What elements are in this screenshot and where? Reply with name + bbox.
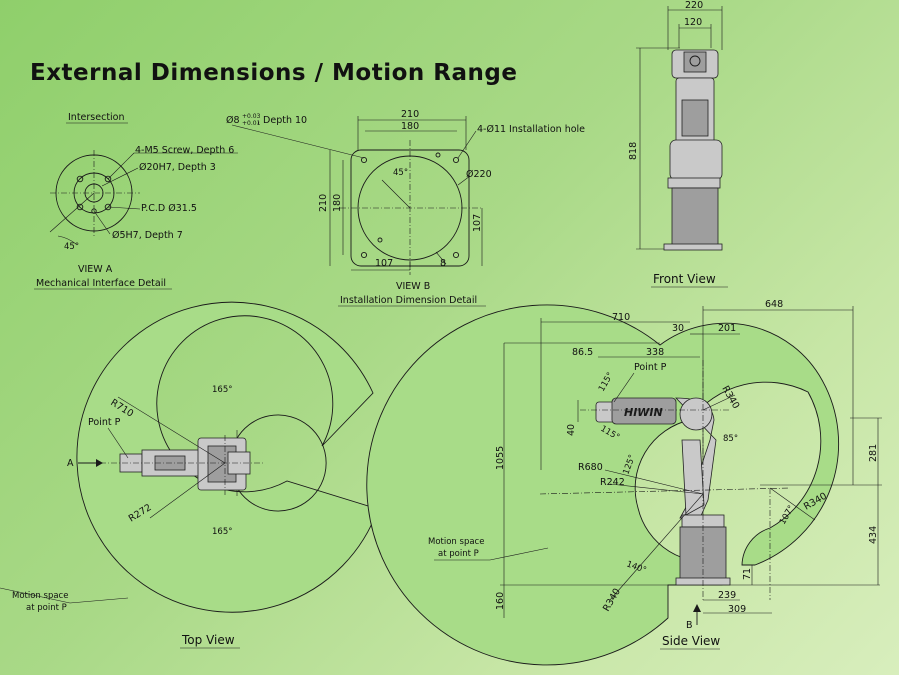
front-view-caption: Front View: [653, 272, 716, 286]
view-b-detail: 210 180 210 180 Ø8 +0.03 +0.01 , Depth 1…: [226, 109, 585, 307]
side-dim-710: 710: [612, 312, 630, 323]
side-brand-logo: HIWIN: [624, 406, 663, 419]
front-height-818: 818: [628, 142, 639, 160]
side-dim-434: 434: [868, 526, 879, 544]
view-a-subcaption: Mechanical Interface Detail: [36, 278, 166, 289]
view-b-subcaption: Installation Dimension Detail: [340, 295, 477, 306]
side-dim-30: 30: [672, 323, 684, 334]
side-dim-281: 281: [868, 444, 879, 462]
top-arrow-label: A: [67, 458, 74, 469]
side-dim-160: 160: [495, 592, 506, 610]
view-a-heading: Intersection: [68, 112, 125, 123]
top-view-caption: Top View: [181, 633, 235, 647]
view-a-hole: Ø20H7, Depth 3: [139, 162, 216, 173]
page-title: External Dimensions / Motion Range: [30, 60, 518, 86]
view-b-offset-8: 8: [440, 258, 446, 269]
view-a-screw: 4-M5 Screw, Depth 6: [135, 145, 234, 156]
side-arrow-label: B: [686, 620, 693, 631]
view-b-height-210: 210: [318, 194, 329, 212]
side-dim-1055: 1055: [495, 446, 506, 470]
top-angle-lower: 165°: [212, 527, 232, 537]
side-point-p: Point P: [634, 362, 667, 373]
side-radius-680: R680: [578, 462, 603, 473]
top-view: R710 R272 165° 165° Point P A Motion spa…: [0, 301, 379, 649]
side-view-caption: Side View: [662, 634, 720, 648]
side-dim-71: 71: [742, 568, 753, 580]
view-a-detail: Intersection 4-M5 Screw, Depth 6 Ø20H7, …: [34, 112, 238, 290]
view-a-angle: 45°: [64, 242, 79, 252]
view-b-angle: 45°: [393, 168, 408, 178]
side-dim-239: 239: [718, 590, 736, 601]
view-b-pin-hole: Ø8: [226, 115, 240, 126]
view-b-pin-tol-top: +0.03: [242, 113, 261, 120]
side-dim-201: 201: [718, 323, 736, 334]
view-b-pin-depth: , Depth 10: [257, 115, 307, 126]
view-a-pin: Ø5H7, Depth 7: [112, 230, 183, 241]
view-b-width-210: 210: [401, 109, 419, 120]
view-b-offset-107-bottom: 107: [375, 258, 393, 269]
top-motion-space: Motion space: [12, 591, 68, 601]
side-radius-340-top: R340: [719, 384, 741, 411]
view-b-height-180: 180: [332, 194, 343, 212]
side-dim-338: 338: [646, 347, 664, 358]
front-view: 220 120 818 Front View: [628, 0, 728, 288]
view-a-pcd: P.C.D Ø31.5: [141, 203, 197, 214]
view-a-caption: VIEW A: [78, 264, 113, 275]
view-b-width-180: 180: [401, 121, 419, 132]
side-dim-309: 309: [728, 604, 746, 615]
view-b-caption: VIEW B: [396, 281, 430, 292]
view-b-pin-tol-bottom: +0.01: [242, 120, 261, 127]
side-dim-86-5: 86.5: [572, 347, 593, 358]
side-motion-space: Motion space: [428, 537, 484, 547]
top-point-p: Point P: [88, 417, 121, 428]
side-motion-point: at point P: [438, 549, 479, 559]
side-dim-40: 40: [566, 424, 577, 436]
view-b-diameter: Ø220: [466, 169, 492, 180]
side-radius-242: R242: [600, 477, 625, 488]
side-view: 710 30 201 648 86.5 338 1055 160 281 434…: [366, 299, 882, 666]
top-motion-point: at point P: [26, 603, 67, 613]
front-width-120: 120: [684, 17, 702, 28]
top-angle-upper: 165°: [212, 385, 232, 395]
view-b-offset-107-right: 107: [472, 214, 483, 232]
side-dim-648: 648: [765, 299, 783, 310]
front-width-220: 220: [685, 0, 703, 11]
side-angle-85: 85°: [723, 434, 738, 444]
view-b-install-hole: 4-Ø11 Installation hole: [477, 124, 585, 135]
